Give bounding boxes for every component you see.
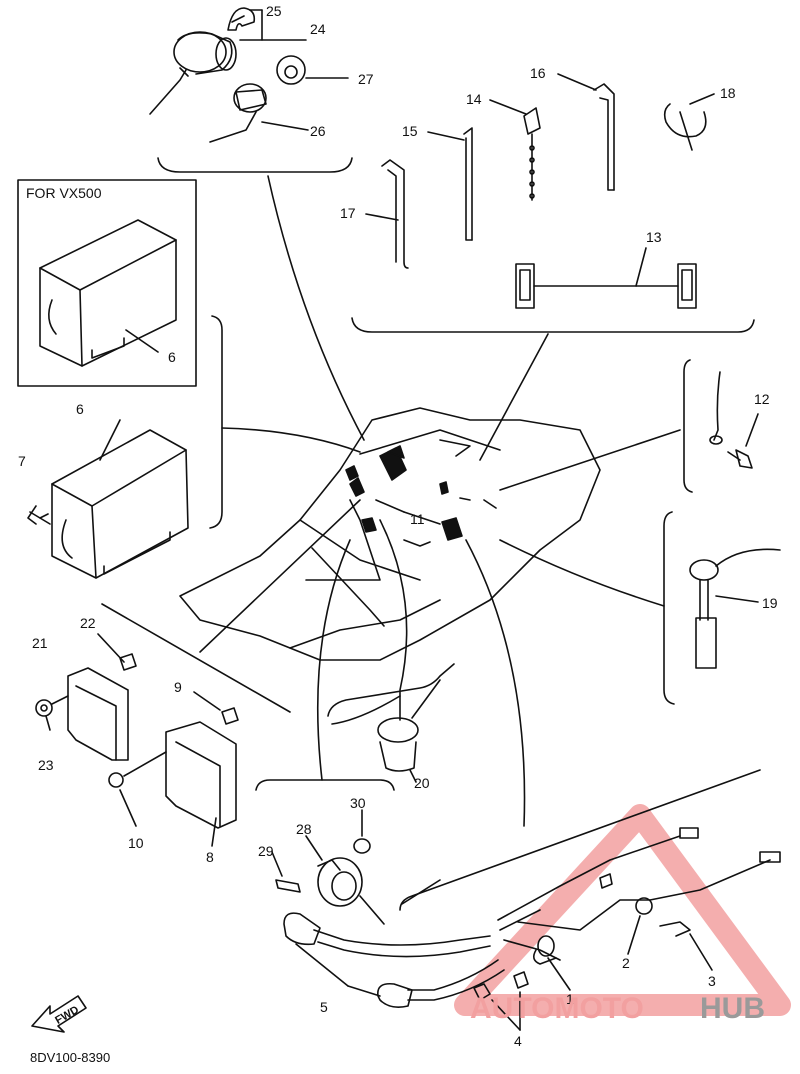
frame-assembly [179,407,601,661]
wire-right-12 [499,429,681,491]
figure-code: 8DV100-8390 [30,1050,110,1065]
watermark-text-b: HUB [700,992,765,1025]
callout-29: 29 [258,843,274,859]
wire-top-left [267,175,365,441]
callout-14: 14 [466,91,482,107]
callout-24: 24 [310,21,326,37]
sensor-28-group [255,779,395,925]
watermark-text-a: AUTOMOTO [470,992,644,1025]
callout-4: 4 [514,1033,522,1049]
callout-3: 3 [708,973,716,989]
callout-27: 27 [358,71,374,87]
callout-30: 30 [350,795,366,811]
callout-9: 9 [174,679,182,695]
variant-box-label: FOR VX500 [26,185,102,201]
wire-to-28 [316,539,351,781]
wire-harness-group [283,769,781,1031]
callout-17: 17 [340,205,356,221]
wire-to-relays [199,499,361,653]
callout-19: 19 [762,595,778,611]
callout-10: 10 [128,835,144,851]
fwd-label: FWD [53,1004,81,1027]
wire-right-19 [499,539,665,607]
callout-11: 11 [410,511,425,527]
callout-1: 1 [566,991,574,1007]
callout-5: 5 [320,999,328,1015]
callout-16: 16 [530,65,546,81]
fwd-arrow-icon [31,995,87,1033]
relays-group [35,633,239,847]
ignition-switch-group [149,7,353,173]
callout-20: 20 [414,775,430,791]
callout-15: 15 [402,123,418,139]
callout-21: 21 [32,635,48,651]
callout-6: 6 [76,401,84,417]
callout-6-vx500: 6 [168,349,176,365]
callout-26: 26 [310,123,326,139]
wire-to-harness [465,539,526,827]
wire-6 [221,427,361,453]
callout-8: 8 [206,849,214,865]
callout-25: 25 [266,3,282,19]
callout-2: 2 [622,955,630,971]
small-parts-group [351,73,755,461]
callout-28: 28 [296,821,312,837]
callout-12: 12 [754,391,770,407]
wire-to-20 [379,519,408,691]
callout-23: 23 [38,757,54,773]
coil-20 [327,663,455,783]
callout-13: 13 [646,229,662,245]
right-parts [663,359,781,705]
vx500-variant-box [17,179,197,387]
labels-layer: FOR VX500 8DV100-8390 FWD 1 2 3 4 5 6 6 … [18,3,778,1065]
bracket-left-6 [209,315,223,529]
cdi-unit [27,419,189,579]
bracket-21-23 [101,603,291,713]
callout-7: 7 [18,453,26,469]
callout-22: 22 [80,615,96,631]
callout-18: 18 [720,85,736,101]
watermark-triangle [454,804,791,1016]
